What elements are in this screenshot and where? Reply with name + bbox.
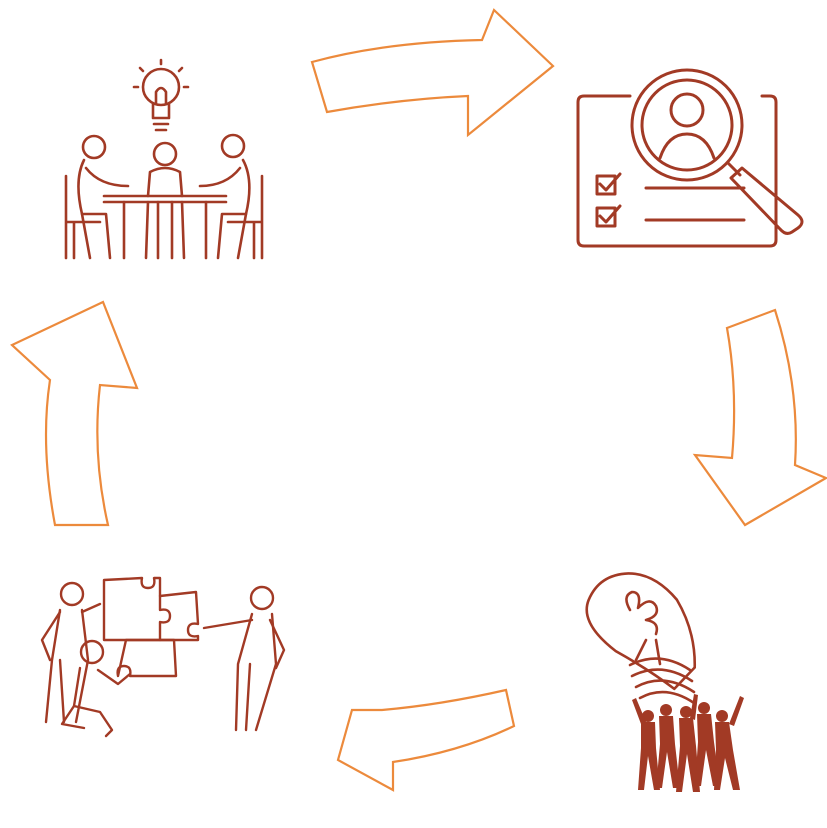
team-lifting-lightbulb-icon [578, 559, 744, 792]
team-meeting-lightbulb-icon [66, 60, 262, 258]
team-assembling-puzzle-icon [42, 578, 284, 736]
arrow-bottom [338, 690, 514, 790]
candidate-search-checklist-icon [578, 70, 802, 246]
arrow-left [12, 302, 137, 525]
arrow-right [695, 310, 826, 525]
arrow-top [312, 10, 553, 135]
